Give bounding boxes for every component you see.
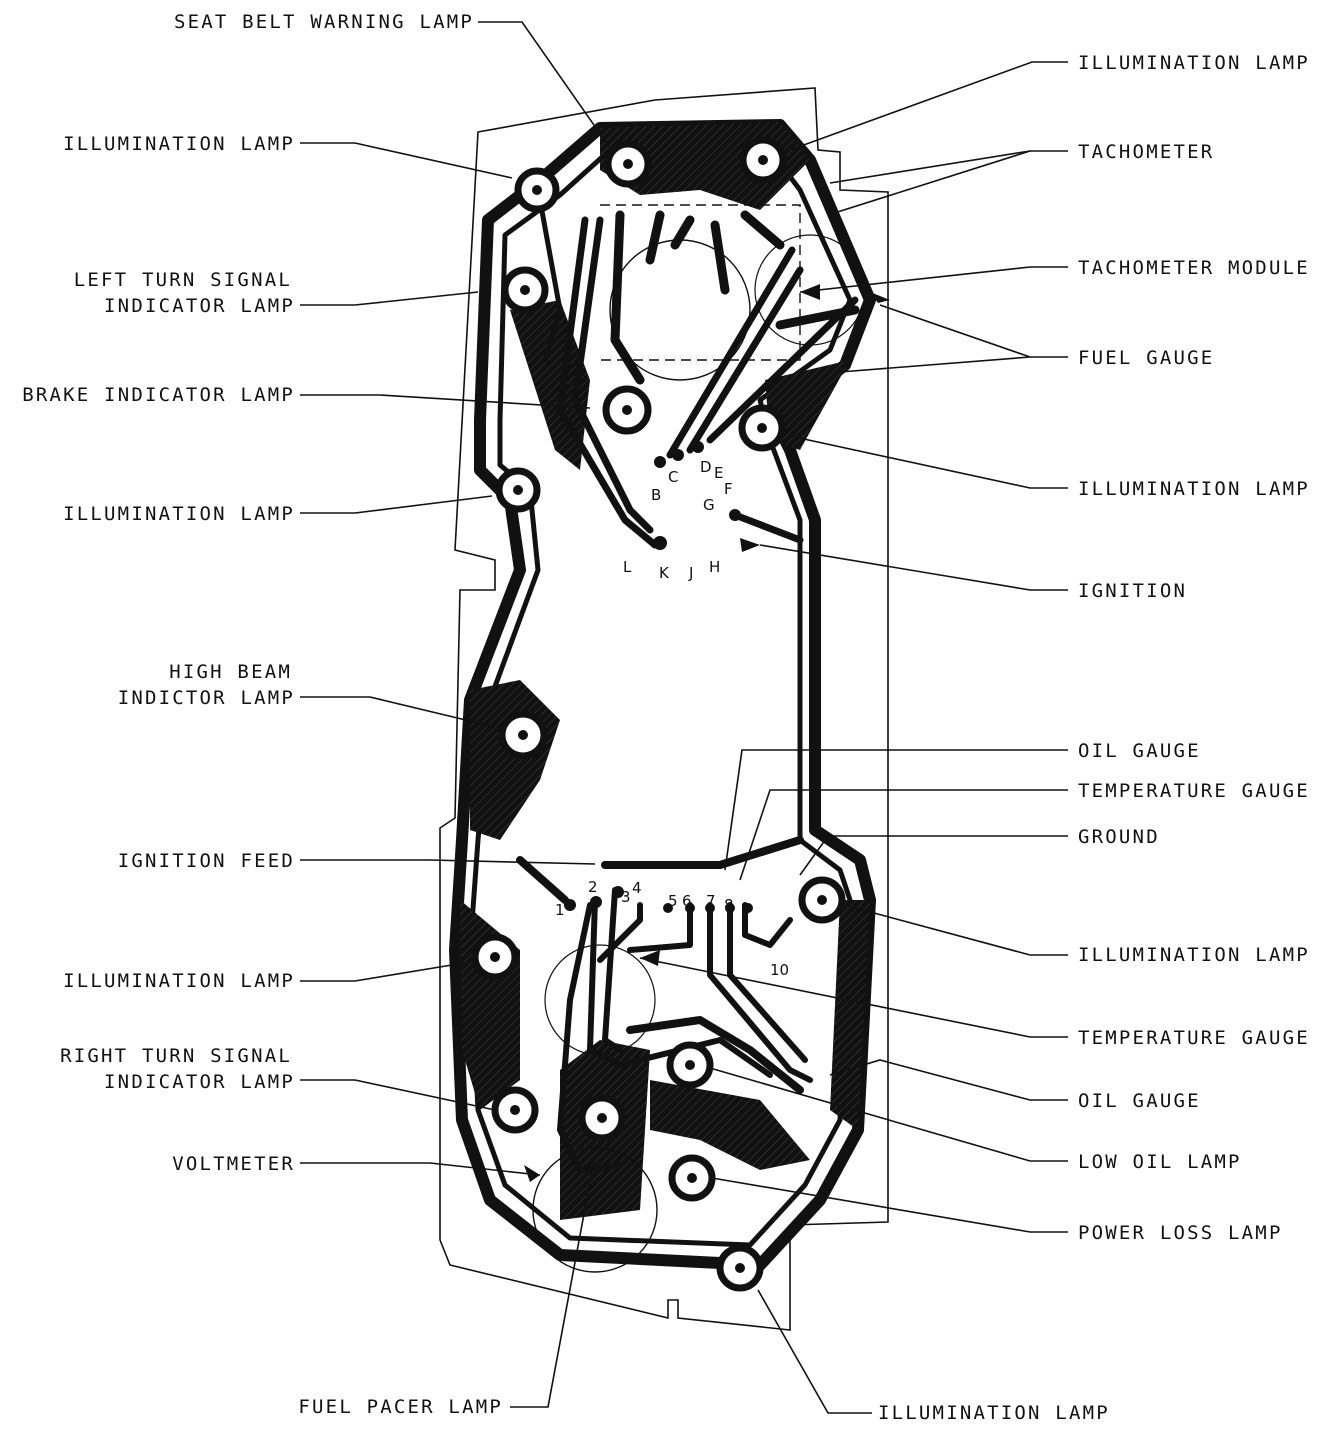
pin-label: J (688, 564, 693, 582)
label-seat-belt-warning-lamp: SEAT BELT WARNING LAMP (174, 11, 474, 33)
pin-label: H (709, 558, 720, 576)
label-illumination-lamp: ILLUMINATION LAMP (1078, 52, 1310, 74)
hatched-region-right (765, 360, 850, 450)
leader-lines (300, 21, 1068, 1414)
label-right-turn-signal: RIGHT TURN SIGNAL (60, 1045, 292, 1067)
label-fuel-gauge: FUEL GAUGE (1078, 347, 1214, 369)
pin-label: D (700, 458, 712, 476)
label-oil-gauge: OIL GAUGE (1078, 740, 1201, 762)
lower-connector-pins: 1 2 3 4 5 6 7 8 9 10 (555, 878, 789, 979)
pin-label: G (703, 496, 715, 514)
pin-label: 6 (682, 892, 692, 910)
pin-label: C (668, 468, 678, 486)
pin-label: 3 (621, 888, 631, 906)
pin-label: 2 (588, 878, 598, 896)
label-ground: GROUND (1078, 826, 1160, 848)
pin-label: L (623, 558, 632, 576)
pin-label: E (714, 464, 723, 482)
label-ignition-feed: IGNITION FEED (118, 850, 295, 872)
label-right-turn-indicator-lamp: INDICATOR LAMP (104, 1071, 295, 1093)
upper-ring-trace (449, 119, 876, 1271)
label-tachometer-module: TACHOMETER MODULE (1078, 257, 1310, 279)
pin-label: K (659, 564, 670, 582)
label-illumination-lamp: ILLUMINATION LAMP (63, 970, 295, 992)
gauge-outline (544, 944, 656, 1056)
label-fuel-pacer-lamp: FUEL PACER LAMP (298, 1396, 503, 1418)
label-power-loss-lamp: POWER LOSS LAMP (1078, 1222, 1283, 1244)
pin-label: 1 (555, 901, 565, 919)
connector-pin-dots (564, 441, 753, 913)
label-oil-gauge: OIL GAUGE (1078, 1090, 1201, 1112)
upper-traces (537, 197, 860, 549)
label-low-oil-lamp: LOW OIL LAMP (1078, 1151, 1242, 1173)
label-brake-indicator-lamp: BRAKE INDICATOR LAMP (22, 384, 295, 406)
label-left-turn-indicator-lamp: INDICATOR LAMP (104, 295, 295, 317)
label-temperature-gauge: TEMPERATURE GAUGE (1078, 1027, 1310, 1049)
label-ignition: IGNITION (1078, 580, 1187, 602)
label-voltmeter: VOLTMETER (172, 1153, 295, 1175)
lamp-centers (490, 155, 827, 1273)
label-left-turn-signal: LEFT TURN SIGNAL (74, 269, 292, 291)
lower-traces (516, 836, 813, 1173)
label-high-beam-indicator-lamp: INDICTOR LAMP (118, 687, 295, 709)
pin-label: 7 (706, 892, 716, 910)
label-illumination-lamp: ILLUMINATION LAMP (1078, 944, 1310, 966)
pin-label: 8 (724, 896, 734, 914)
label-tachometer: TACHOMETER (1078, 141, 1214, 163)
hatched-region-lower (650, 1080, 810, 1170)
label-illumination-lamp: ILLUMINATION LAMP (878, 1402, 1110, 1424)
arrowheads (524, 284, 890, 1182)
label-illumination-lamp: ILLUMINATION LAMP (1078, 478, 1310, 500)
label-temperature-gauge: TEMPERATURE GAUGE (1078, 780, 1310, 802)
hatched-region-lower-left (460, 900, 520, 1110)
tachometer-module-outline (600, 204, 866, 381)
pin-label: 10 (770, 961, 789, 979)
pin-label: 5 (668, 892, 678, 910)
board-outline (439, 87, 889, 1331)
label-illumination-lamp: ILLUMINATION LAMP (63, 503, 295, 525)
upper-connector-pins: B C D E F G H J K L (623, 458, 733, 582)
pin-label: 9 (742, 900, 752, 918)
label-illumination-lamp: ILLUMINATION LAMP (63, 133, 295, 155)
label-high-beam: HIGH BEAM (169, 661, 292, 683)
pin-label: 4 (632, 879, 642, 897)
pin-label: F (724, 480, 733, 498)
pin-label: B (651, 486, 661, 504)
hatched-region-mid (470, 680, 560, 840)
voltmeter-outline (532, 1147, 658, 1273)
